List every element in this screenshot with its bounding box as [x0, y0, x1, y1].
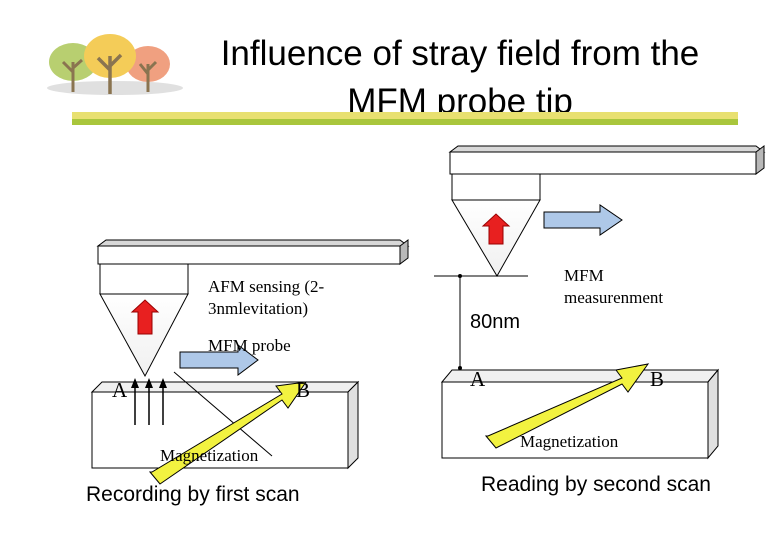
left-probe-tip	[99, 263, 189, 378]
left-cantilever	[96, 239, 410, 265]
mfm-probe-label: MFM probe	[208, 336, 291, 355]
left-label-b: B	[296, 378, 311, 402]
right-label-a: A	[470, 367, 486, 391]
right-magnetization-arrow-icon	[484, 363, 650, 449]
left-label-a: A	[112, 378, 128, 402]
distance-label: 80nm	[470, 311, 521, 333]
right-caption: Reading by second scan	[481, 473, 711, 496]
distance-indicator	[434, 274, 528, 370]
right-label-b: B	[650, 367, 665, 391]
left-magnetization-arrow-icon	[148, 381, 308, 485]
stray-field-lines	[131, 371, 273, 457]
page-title: Influence of stray field from the MFM pr…	[220, 34, 700, 116]
right-scan-arrow-icon	[543, 204, 623, 236]
mfm-measurement-label: MFM measurenment	[564, 266, 664, 307]
right-cantilever	[448, 145, 766, 175]
left-caption: Recording by first scan	[86, 483, 300, 506]
right-medium-block	[440, 368, 720, 460]
left-tip-arrow-icon	[130, 299, 160, 335]
right-tip-arrow-icon	[481, 213, 511, 245]
left-scan-arrow-icon	[179, 344, 259, 376]
left-magnetization-label: Magnetization	[160, 446, 259, 465]
right-magnetization-label: Magnetization	[520, 432, 619, 451]
afm-sensing-label: AFM sensing (2-3nmlevitation)	[208, 277, 325, 318]
